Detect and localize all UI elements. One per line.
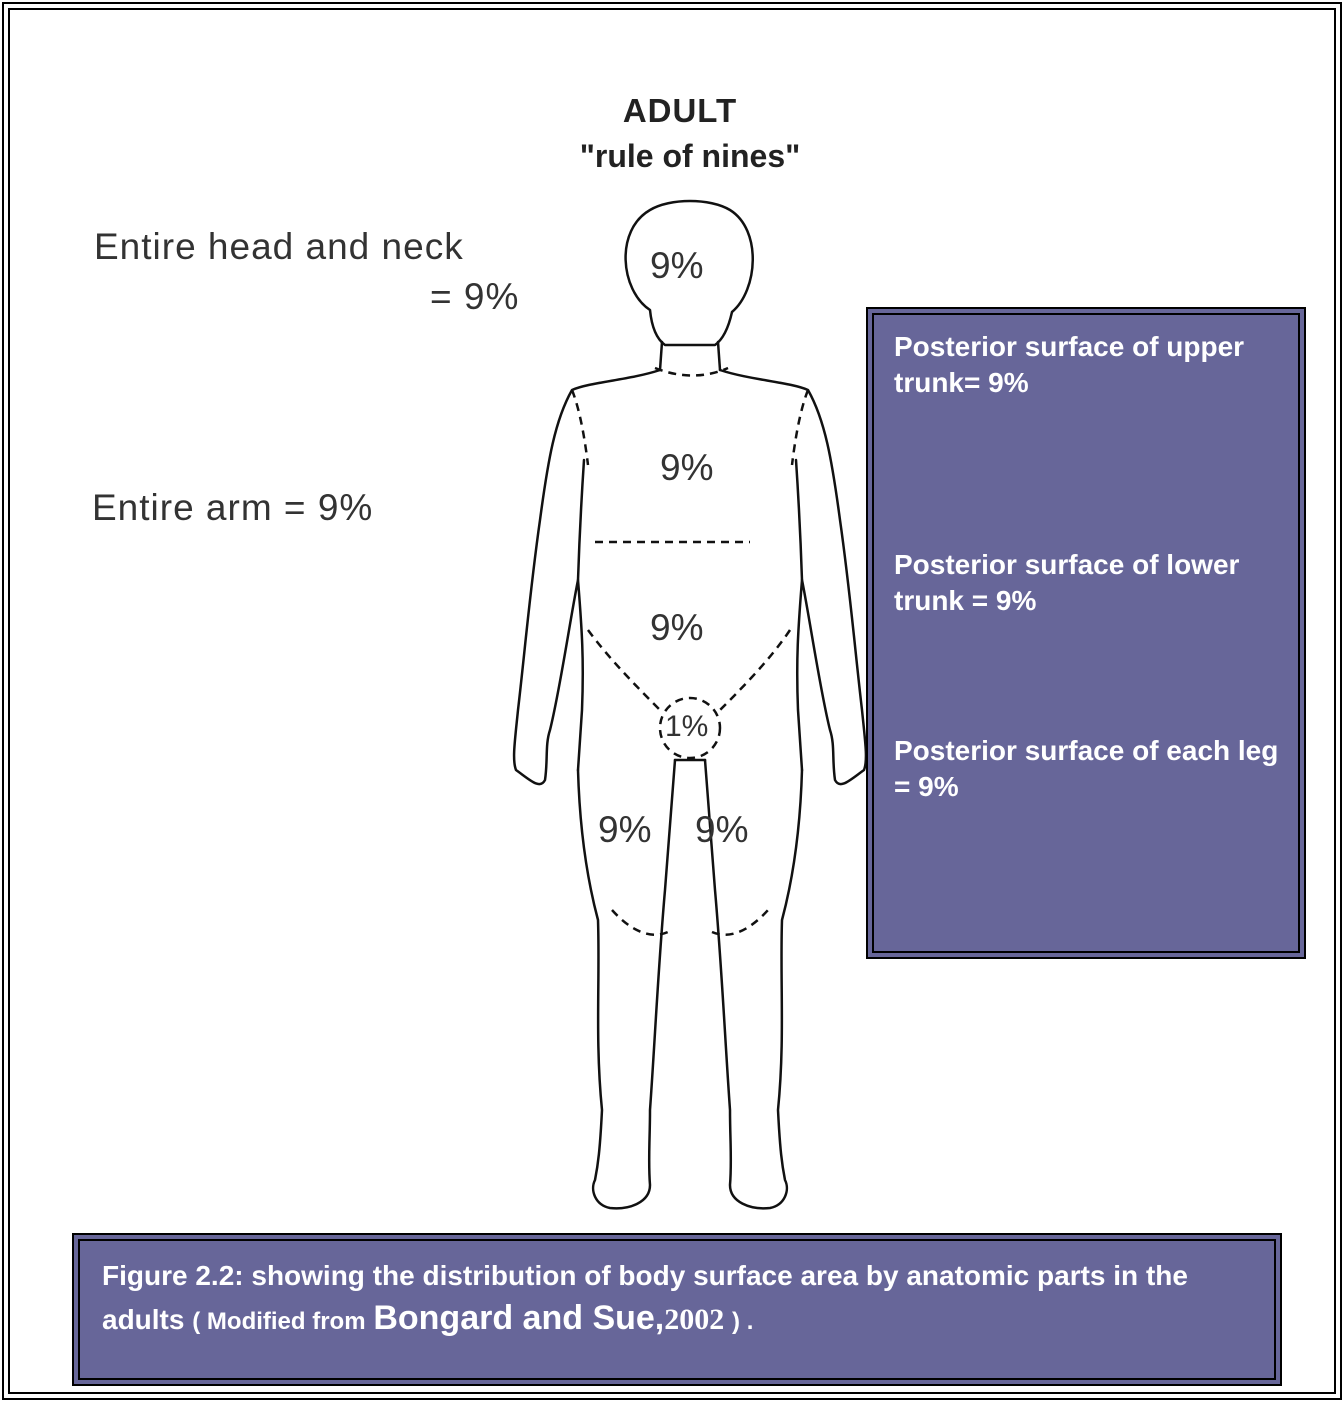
lower-trunk-pct: 9%: [650, 607, 703, 648]
left-leg-pct: 9%: [695, 809, 748, 850]
posterior-surface-box: Posterior surface of upper trunk= 9% Pos…: [866, 307, 1306, 959]
shoulder-dashed-left: [792, 390, 808, 465]
head-pct: 9%: [650, 245, 703, 286]
body-outline-figure: 9% 9% 9% 1% 9% 9%: [500, 190, 880, 1220]
head-neck-label: Entire head and neck: [94, 226, 464, 268]
upper-trunk-pct: 9%: [660, 447, 713, 488]
figure-caption-box: Figure 2.2: showing the distribution of …: [72, 1233, 1282, 1386]
posterior-lower-trunk-text: Posterior surface of lower trunk = 9%: [894, 547, 1294, 619]
caption-authors: Bongard and Sue,: [373, 1299, 664, 1337]
posterior-upper-trunk-text: Posterior surface of upper trunk= 9%: [894, 329, 1294, 401]
figure-caption: Figure 2.2: showing the distribution of …: [102, 1255, 1262, 1343]
shoulder-dashed-right: [572, 390, 588, 465]
right-leg-pct: 9%: [598, 809, 651, 850]
torso-outline: [514, 370, 660, 784]
caption-year: 2002: [664, 1303, 724, 1336]
caption-close: ) .: [732, 1308, 753, 1335]
neck-dashed-line: [655, 368, 728, 376]
posterior-leg-text: Posterior surface of each leg = 9%: [894, 733, 1294, 805]
diagram-title: ADULT: [600, 92, 760, 130]
diagram-subtitle: "rule of nines": [540, 138, 840, 175]
arm-label: Entire arm = 9%: [92, 487, 373, 529]
caption-open: ( Modified from: [192, 1308, 365, 1335]
genital-pct: 1%: [665, 710, 708, 743]
